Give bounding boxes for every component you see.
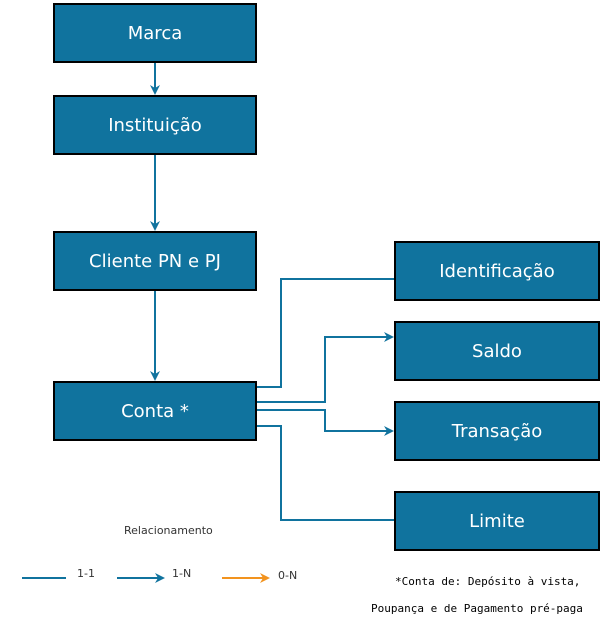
- node-transacao-label: Transação: [451, 420, 543, 442]
- edge-conta-saldo: [257, 332, 394, 403]
- node-transacao: Transação: [394, 401, 600, 461]
- edge-conta-identificacao: [257, 278, 396, 388]
- node-cliente-label: Cliente PN e PJ: [89, 250, 221, 272]
- legend-title: Relacionamento: [124, 524, 213, 537]
- edge-conta-limite: [257, 425, 396, 521]
- footnote-line-2: Poupança e de Pagamento pré-paga: [371, 602, 583, 615]
- node-saldo: Saldo: [394, 321, 600, 381]
- node-identificacao-label: Identificação: [439, 260, 555, 282]
- node-conta-label: Conta *: [121, 400, 189, 422]
- node-marca-label: Marca: [127, 22, 183, 44]
- footnote-line-1: *Conta de: Depósito à vista,: [395, 575, 581, 588]
- node-instituicao: Instituição: [53, 95, 257, 155]
- node-limite-label: Limite: [469, 510, 525, 532]
- node-conta: Conta *: [53, 381, 257, 441]
- node-identificacao: Identificação: [394, 241, 600, 301]
- node-instituicao-label: Instituição: [108, 114, 202, 136]
- legend-label-0-n: 0-N: [278, 569, 298, 582]
- legend-label-1-n: 1-N: [172, 567, 192, 580]
- node-saldo-label: Saldo: [472, 340, 522, 362]
- node-limite: Limite: [394, 491, 600, 551]
- node-cliente: Cliente PN e PJ: [53, 231, 257, 291]
- edge-conta-transacao: [257, 409, 394, 436]
- legend-label-1-1: 1-1: [77, 567, 95, 580]
- node-marca: Marca: [53, 3, 257, 63]
